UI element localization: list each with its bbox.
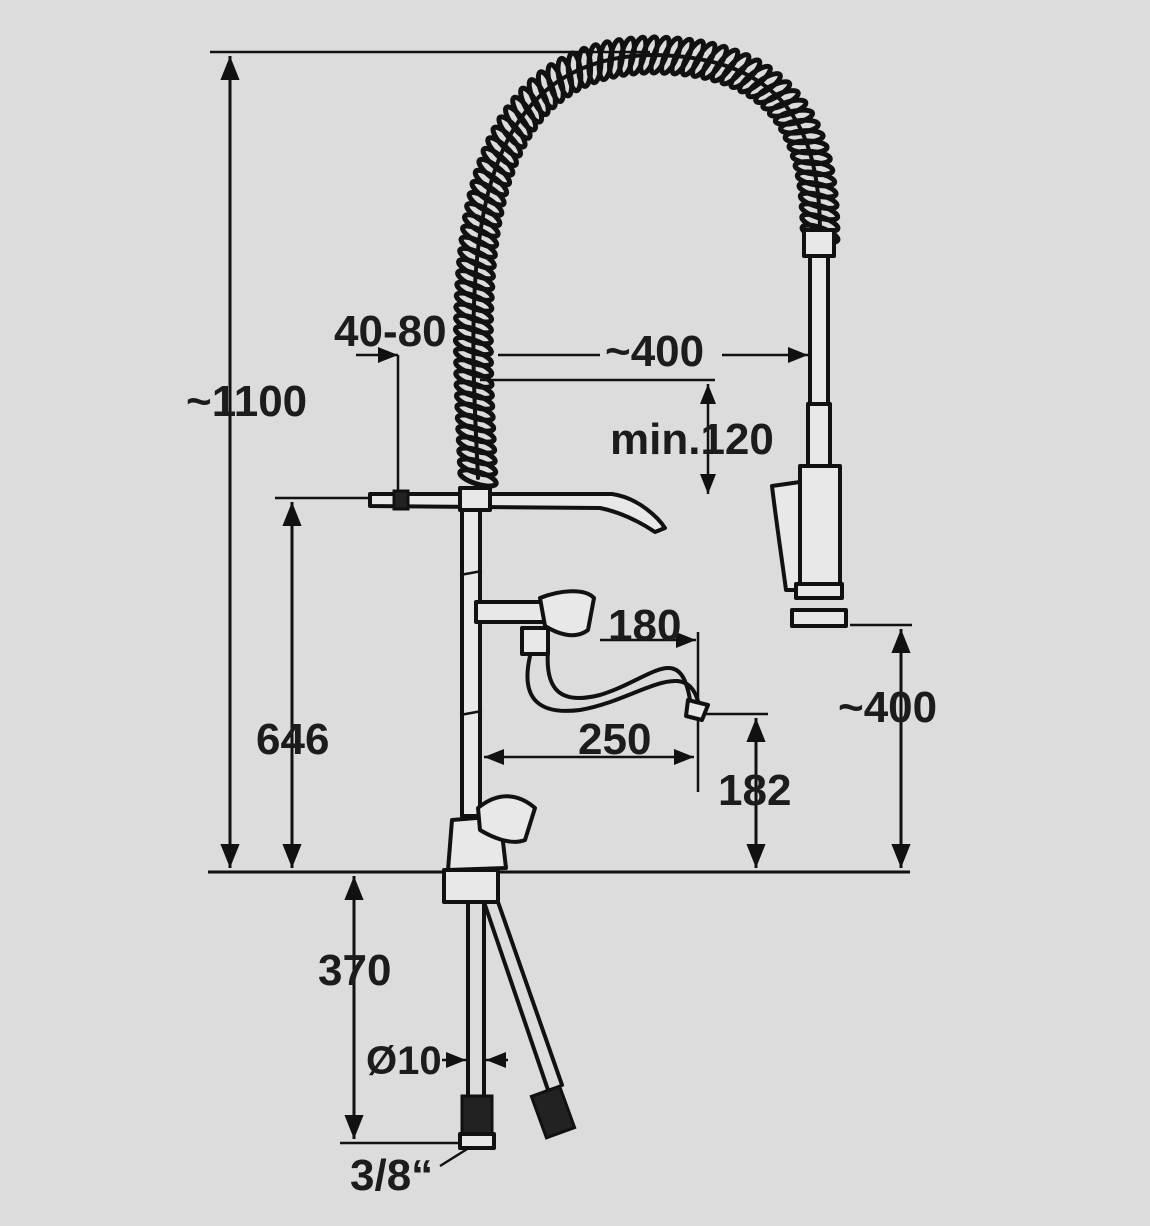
- dim-spray-height: ~400: [838, 683, 937, 732]
- dim-hose-diameter: Ø10: [366, 1039, 442, 1083]
- dim-min-height: min.120: [610, 415, 774, 464]
- dim-spout-reach: 250: [578, 715, 651, 764]
- dim-spray-reach: ~400: [605, 327, 704, 376]
- dimension-labels: ~1100 40-80 ~400 min.120 180 646 250 182…: [186, 307, 937, 1200]
- faucet-body: [368, 34, 848, 1150]
- dim-total-height: ~1100: [186, 377, 307, 426]
- dim-connection-thread: 3/8“: [350, 1151, 433, 1200]
- dim-spout-projection: 180: [608, 601, 681, 650]
- dim-supply-length: 370: [318, 946, 391, 995]
- dim-spout-outlet-height: 182: [718, 766, 791, 815]
- dim-hose-clearance: 40-80: [334, 307, 447, 356]
- dim-646: 646: [256, 715, 329, 764]
